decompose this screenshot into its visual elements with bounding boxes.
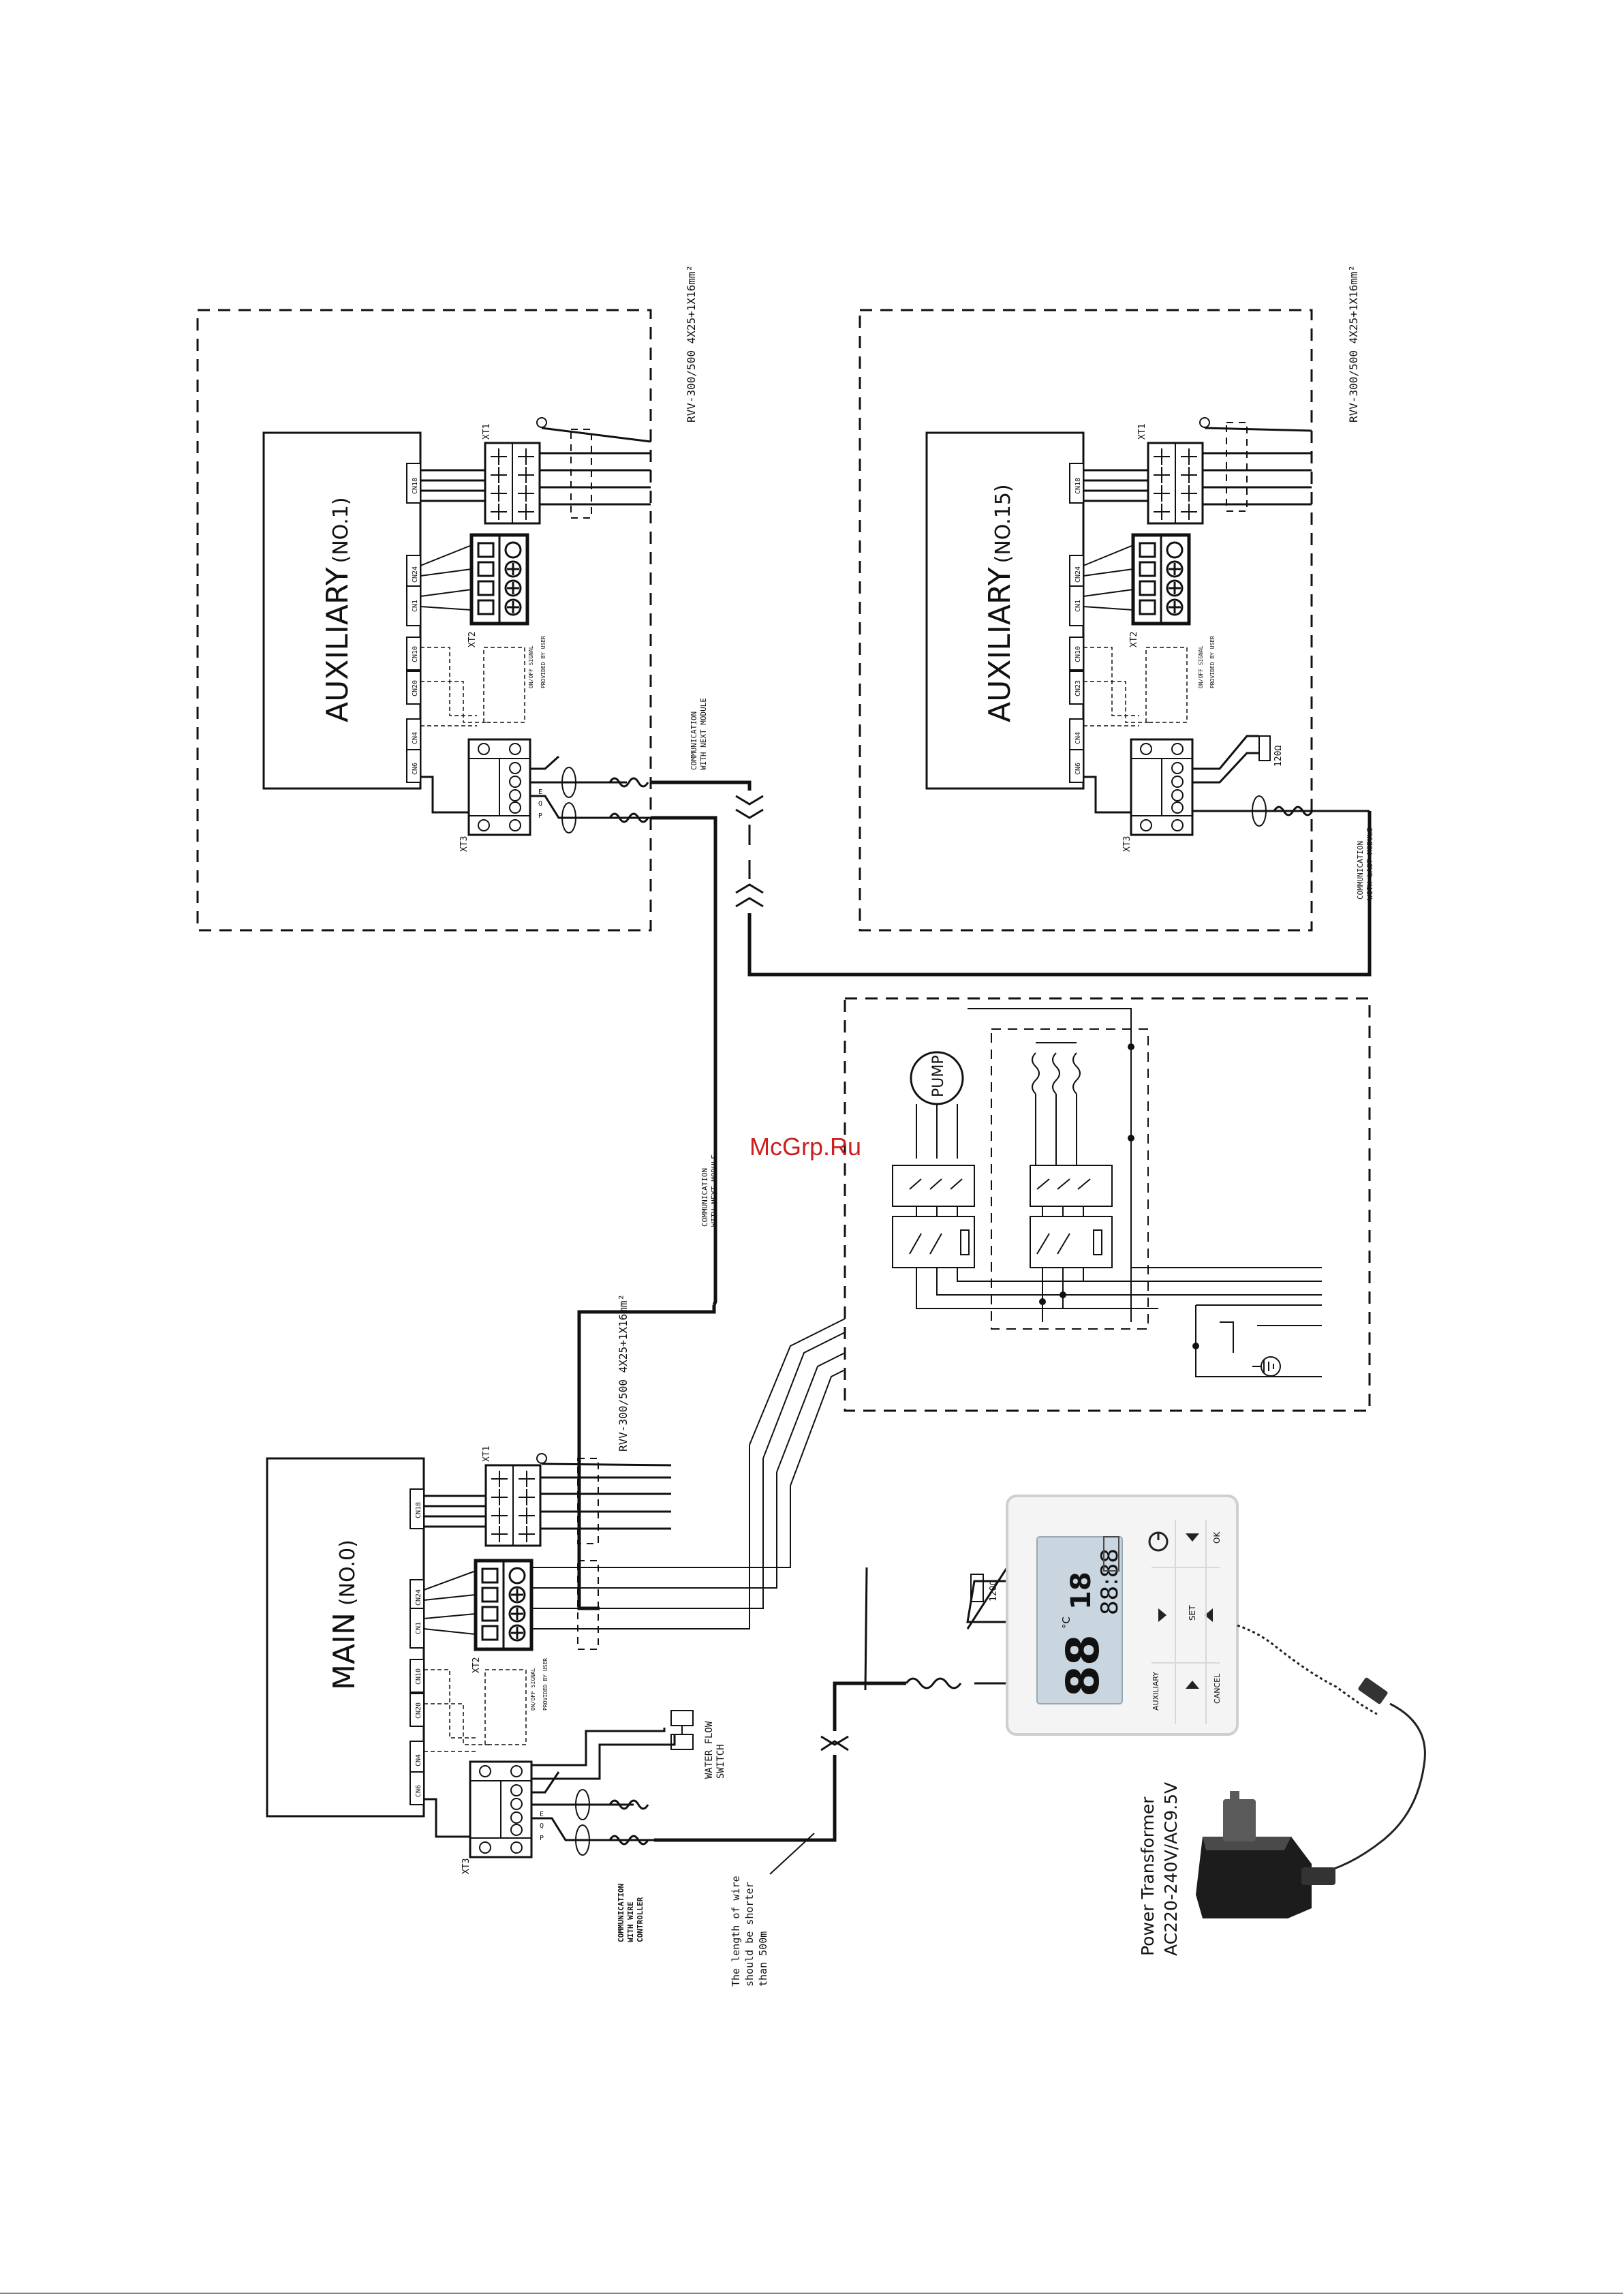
water-flow-switch-icon xyxy=(670,1710,694,1750)
cancel-button[interactable]: CANCEL xyxy=(1213,1673,1222,1704)
set-button[interactable]: SET xyxy=(1188,1605,1197,1621)
aux15-comm-line1: COMMUNICATION xyxy=(1356,841,1365,900)
main-cn6: CN6 xyxy=(415,1785,422,1797)
aux1-provided-label: PROVIDED BY USER xyxy=(540,636,546,688)
aux15-cn1: CN1 xyxy=(1075,600,1082,612)
aux1-cn4: CN4 xyxy=(412,732,419,744)
aux1-xt2-label: XT2 xyxy=(467,632,478,647)
main-module: MAIN(NO.0) CN18 CN24 CN1 CN10 CN20 CN4 C… xyxy=(266,1294,791,1942)
comm-middle-line2: WITH NEXT MODULE xyxy=(710,1154,719,1227)
transformer-voltage: AC220-240V/AC9.5V xyxy=(1161,1782,1181,1956)
transformer-title: Power Transformer xyxy=(1138,1796,1158,1956)
aux15-dashed-boundary xyxy=(859,309,1313,932)
down-arrow-button[interactable] xyxy=(1186,1681,1199,1689)
controller-comm-link xyxy=(654,1681,906,1842)
aux15-cn10: CN10 xyxy=(1075,646,1082,662)
aux15-provided-label: PROVIDED BY USER xyxy=(1209,636,1216,688)
aux15-on-off-label: ON/OFF SIGNAL xyxy=(1198,645,1204,688)
auxiliary-button[interactable]: AUXILIARY xyxy=(1151,1672,1160,1711)
wire-note-line1: The length of wire xyxy=(730,1876,742,1987)
transformer-adapter-icon xyxy=(1196,1791,1335,1918)
aux1-cn1: CN1 xyxy=(412,600,419,612)
aux1-comm-line1: COMMUNICATION xyxy=(690,711,698,770)
aux15-xt2-label: XT2 xyxy=(1129,632,1139,647)
aux1-cn10: CN10 xyxy=(412,646,419,662)
controller-lcd xyxy=(1036,1536,1123,1704)
controller-unit: °C xyxy=(1060,1617,1072,1629)
aux15-earth-icon xyxy=(1199,417,1210,428)
svg-text:Q: Q xyxy=(540,1822,544,1830)
aux1-cn6: CN6 xyxy=(412,763,419,775)
flow-switch-line2: SWITCH xyxy=(715,1744,726,1779)
aux15-cn6: CN6 xyxy=(1075,763,1082,775)
svg-text:E: E xyxy=(538,789,542,796)
aux1-cn18: CN18 xyxy=(412,478,419,494)
aux1-cn24: CN24 xyxy=(412,566,419,583)
main-cable-spec: RVV-300/500 4X25+1X16mm² xyxy=(617,1294,630,1452)
ok-button[interactable]: OK xyxy=(1212,1531,1222,1544)
auxiliary-module-15: AUXILIARY(NO.15) CN18 CN24 CN1 CN10 CN23… xyxy=(859,265,1374,932)
main-power-wires xyxy=(749,1318,846,1486)
aux1-comm-line2: WITH NEXT MODULE xyxy=(699,698,708,770)
aux15-cn24: CN24 xyxy=(1075,566,1082,583)
left-arrow-button[interactable] xyxy=(1158,1608,1166,1622)
ground-icon xyxy=(1252,1356,1281,1377)
aux15-cable-spec: RVV-300/500 4X25+1X16mm² xyxy=(1347,265,1360,423)
main-cn20: CN20 xyxy=(415,1702,422,1719)
pump-label: PUMP xyxy=(930,1055,947,1097)
main-title: MAIN(NO.0) xyxy=(327,1540,362,1690)
aux15-xt3-label: XT3 xyxy=(1122,836,1132,852)
aux15-cn18: CN18 xyxy=(1075,478,1082,494)
aux15-xt1-label: XT1 xyxy=(1137,424,1147,440)
svg-text:E: E xyxy=(540,1811,544,1818)
main-xt3-label: XT3 xyxy=(461,1858,472,1874)
aux15-resistor-label: 120Ω xyxy=(1273,746,1284,767)
aux-break-markers xyxy=(735,795,764,908)
main-cn18: CN18 xyxy=(415,1502,422,1518)
main-provided-label: PROVIDED BY USER xyxy=(542,1658,548,1711)
aux1-title: AUXILIARY(NO.1) xyxy=(320,497,355,722)
auxiliary-module-1: AUXILIARY(NO.1) CN18 CN24 CN1 CN10 CN20 … xyxy=(196,265,708,932)
controller-display-temp: 18 xyxy=(1066,1572,1097,1610)
up-arrow-button[interactable] xyxy=(1186,1533,1199,1542)
main-cn24: CN24 xyxy=(415,1589,422,1606)
power-button[interactable] xyxy=(1148,1531,1169,1552)
watermark: McGrp.Ru xyxy=(749,1133,861,1161)
svg-text:Q: Q xyxy=(538,800,542,808)
aux1-on-off-label: ON/OFF SIGNAL xyxy=(528,645,534,688)
wire-controller[interactable]: 88 18 °C 88:88 SET OK CANCEL AUXILIARY xyxy=(1006,1495,1239,1736)
svg-text:P: P xyxy=(538,812,542,820)
aux15-title: AUXILIARY(NO.15) xyxy=(983,484,1017,722)
aux1-xt3-label: XT3 xyxy=(459,836,469,852)
main-comm-line1: COMMUNICATION xyxy=(617,1884,625,1942)
aux15-cn4: CN4 xyxy=(1075,732,1082,744)
main-xt1-label: XT1 xyxy=(482,1446,492,1462)
main-comm-line2: WITH WIRE xyxy=(626,1901,635,1942)
svg-text:P: P xyxy=(540,1835,544,1842)
main-cn10: CN10 xyxy=(415,1668,422,1685)
controller-display-main: 88 xyxy=(1057,1634,1109,1697)
right-arrow-button[interactable] xyxy=(1205,1608,1213,1622)
comm-middle-line1: COMMUNICATION xyxy=(700,1168,709,1227)
aux1-earth-icon xyxy=(536,417,547,428)
aux1-xt1-label: XT1 xyxy=(482,424,492,440)
power-transformer: Power Transformer AC220-240V/AC9.5V xyxy=(1138,1624,1426,1956)
aux1-dashed-boundary xyxy=(196,309,652,932)
aux15-cn23: CN23 xyxy=(1075,680,1082,697)
main-xt2-label: XT2 xyxy=(472,1657,482,1673)
pump-power-box: PUMP xyxy=(844,997,1371,1412)
plug-connector-icon xyxy=(1358,1677,1388,1704)
aux1-cable-spec: RVV-300/500 4X25+1X16mm² xyxy=(685,265,698,423)
controller-resistor-label: 120Ω xyxy=(989,1580,999,1602)
main-earth-icon xyxy=(536,1453,547,1464)
flow-switch-line1: WATER FLOW xyxy=(704,1721,715,1779)
main-cn1: CN1 xyxy=(415,1622,422,1634)
main-on-off-label: ON/OFF SIGNAL xyxy=(530,1668,536,1711)
wire-note-line3: than 500m xyxy=(757,1931,769,1987)
aux1-cn20: CN20 xyxy=(412,680,419,697)
main-comm-line3: CONTROLLER xyxy=(636,1897,645,1942)
main-cn4: CN4 xyxy=(415,1754,422,1766)
wire-note-line2: should be shorter xyxy=(743,1882,756,1987)
